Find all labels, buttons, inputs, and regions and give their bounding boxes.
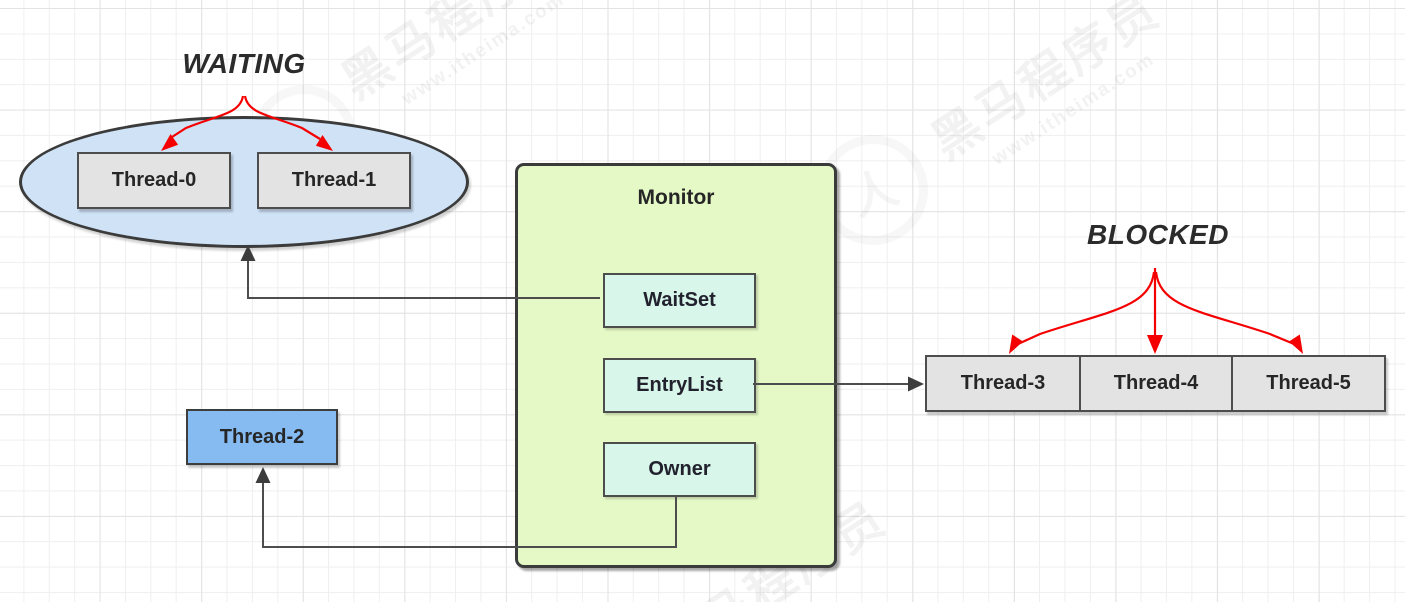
thread-4-node: Thread-4 — [1079, 357, 1231, 410]
thread-2-node: Thread-2 — [186, 409, 338, 465]
monitor-field-entrylist: EntryList — [603, 358, 756, 413]
waiting-state-title: WAITING — [182, 48, 306, 79]
thread-1-node: Thread-1 — [257, 152, 411, 209]
blocked-thread-row: Thread-3 Thread-4 Thread-5 — [925, 355, 1386, 412]
monitor-field-waitset: WaitSet — [603, 273, 756, 328]
thread-5-node: Thread-5 — [1231, 357, 1384, 410]
monitor-box: Monitor WaitSet EntryList Owner — [515, 163, 837, 568]
thread-0-node: Thread-0 — [77, 152, 231, 209]
blocked-state-title: BLOCKED — [1087, 219, 1229, 250]
monitor-field-owner: Owner — [603, 442, 756, 497]
thread-3-node: Thread-3 — [960, 372, 1046, 394]
monitor-title: Monitor — [637, 186, 715, 209]
